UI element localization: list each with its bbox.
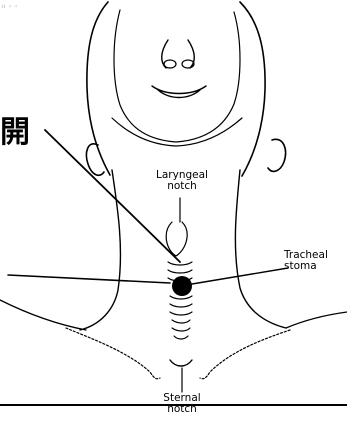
trachea-ring <box>170 296 192 299</box>
tracheal-stoma-dot <box>172 276 192 296</box>
mouth <box>152 86 206 98</box>
clavicle-right <box>200 330 290 379</box>
trachea-ring <box>170 304 192 307</box>
tracheal-stoma-leader <box>192 268 288 284</box>
face-contour <box>114 10 240 142</box>
laryngeal-notch-label: Laryngeal notch <box>152 170 212 192</box>
cjk-character: 開 <box>0 118 30 148</box>
cjk-leader-line <box>45 130 180 262</box>
head-outline <box>87 2 110 175</box>
trachea-ring <box>168 270 192 273</box>
trachea-ring <box>172 320 190 323</box>
tracheal-stoma-line2: stoma <box>284 261 344 272</box>
sternal-notch-label: Sternal notch <box>152 393 212 415</box>
clavicle-left <box>66 328 160 379</box>
horizontal-reference-line <box>8 275 170 283</box>
trachea-ring <box>172 328 190 331</box>
corner-artifact: ⁝⁝ ⁖ ⁖ <box>2 4 17 10</box>
ear-right <box>268 139 286 171</box>
neck-right <box>235 170 286 328</box>
trachea-ring <box>174 336 188 339</box>
sternal-notch-line2: notch <box>152 404 212 415</box>
nose <box>162 40 195 68</box>
laryngeal-notch-line2: notch <box>152 181 212 192</box>
trachea-ring <box>170 312 192 315</box>
neck-left <box>80 170 120 330</box>
shoulder-left <box>0 300 86 330</box>
head-outline-right <box>240 2 265 176</box>
sternal-notch-mark <box>170 360 192 366</box>
nostril-left <box>164 60 176 68</box>
ear-left <box>86 144 104 175</box>
shoulder-right <box>286 312 347 328</box>
tracheal-stoma-label: Tracheal stoma <box>284 250 344 272</box>
